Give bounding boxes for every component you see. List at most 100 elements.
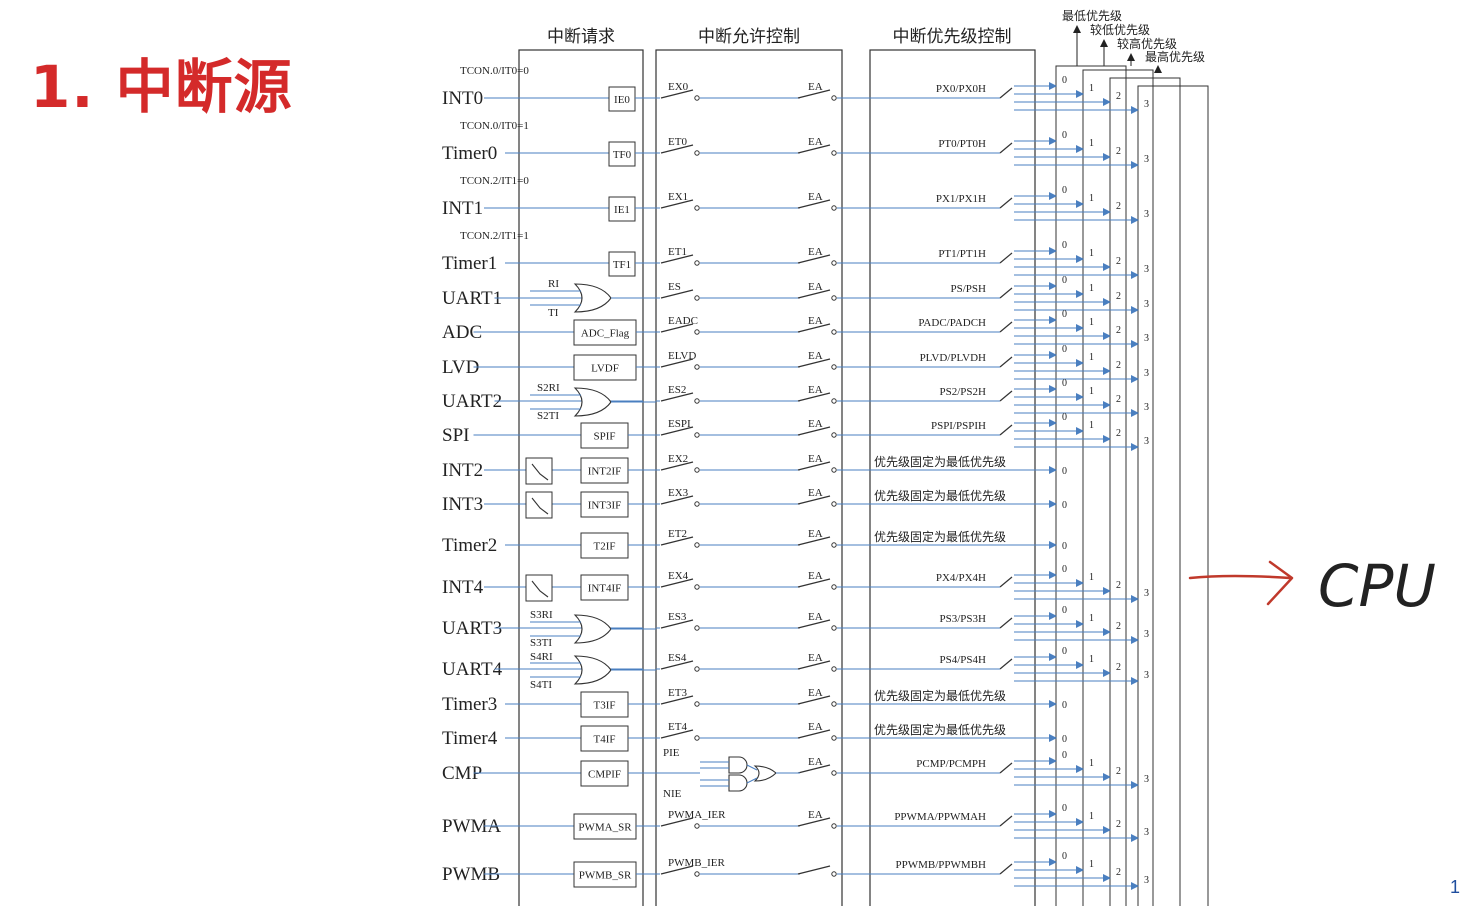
level-index: 2 xyxy=(1116,291,1121,302)
enable-label-espi: ESPI xyxy=(668,418,691,430)
priority-label: PX4/PX4H xyxy=(936,572,986,584)
level-index: 0 xyxy=(1062,275,1067,286)
header-enable: 中断允许控制 xyxy=(698,27,800,46)
level-index: 0 xyxy=(1062,185,1067,196)
header-priority: 中断优先级控制 xyxy=(893,27,1012,46)
priority-level-1: 较低优先级 xyxy=(1090,22,1150,37)
flag-label-tf1: TF1 xyxy=(613,259,631,271)
level-index: 3 xyxy=(1144,827,1149,838)
level-index: 2 xyxy=(1116,766,1121,777)
priority-label: PPWMA/PPWMAH xyxy=(894,811,986,823)
source-label-cmp: CMP xyxy=(442,763,482,784)
level-index: 1 xyxy=(1089,283,1094,294)
or-gate xyxy=(573,283,612,313)
cpu-annotation: CPU xyxy=(1188,552,1436,620)
or-gate xyxy=(573,655,612,685)
ea-label: EA xyxy=(808,756,823,768)
ea-switch-contact xyxy=(831,398,837,404)
flag-box-spif xyxy=(580,422,629,449)
flag-box-int4if xyxy=(580,574,629,601)
priority-label: PS/PSH xyxy=(951,283,987,295)
priority-label: PADC/PADCH xyxy=(918,317,986,329)
source-label-timer2: Timer2 xyxy=(442,535,497,556)
header-request: 中断请求 xyxy=(547,27,615,46)
flag-label-cmpif: CMPIF xyxy=(588,769,621,781)
ea-switch-contact xyxy=(831,432,837,438)
flag-label-t3if: T3IF xyxy=(594,700,616,712)
ea-label: EA xyxy=(808,418,823,430)
enable-label-ex0: EX0 xyxy=(668,81,689,93)
enable-switch-contact xyxy=(694,501,700,507)
level-index: 0 xyxy=(1062,500,1067,511)
level-index: 3 xyxy=(1144,368,1149,379)
flag-box-cmpif xyxy=(580,760,629,787)
request-section-box xyxy=(518,49,644,906)
flag-box-t4if xyxy=(580,725,629,752)
gate-input-s4ri: S4RI xyxy=(530,651,553,663)
level-index: 3 xyxy=(1144,670,1149,681)
enable-switch-contact xyxy=(694,398,700,404)
gate-input-s2ri: S2RI xyxy=(537,382,560,394)
enable-switch-contact xyxy=(694,701,700,707)
ea-label: EA xyxy=(808,246,823,258)
cmp-input-pie: PIE xyxy=(663,747,680,759)
edge-detector-box xyxy=(525,574,553,602)
ea-label: EA xyxy=(808,487,823,499)
level-index: 0 xyxy=(1062,466,1067,477)
tcon-label-0: TCON.0/IT0=0 xyxy=(460,65,529,77)
priority-label: PX0/PX0H xyxy=(936,83,986,95)
and-gate xyxy=(728,774,748,792)
level-index: 2 xyxy=(1116,428,1121,439)
priority-label: PSPI/PSPIH xyxy=(931,420,986,432)
slide-title: 1. 中断源 xyxy=(30,53,293,121)
level-index: 3 xyxy=(1144,588,1149,599)
level-index: 0 xyxy=(1062,309,1067,320)
flag-label-adc_flag: ADC_Flag xyxy=(581,328,630,340)
source-label-spi: SPI xyxy=(442,425,469,446)
level-index: 3 xyxy=(1144,333,1149,344)
level-index: 2 xyxy=(1116,91,1121,102)
or-gate xyxy=(573,614,612,644)
level-index: 0 xyxy=(1062,130,1067,141)
level-index: 2 xyxy=(1116,819,1121,830)
level-index: 3 xyxy=(1144,99,1149,110)
gate-input-s3ri: S3RI xyxy=(530,609,553,621)
ea-label: EA xyxy=(808,384,823,396)
level-index: 1 xyxy=(1089,386,1094,397)
priority-label: PT0/PT0H xyxy=(938,138,986,150)
flag-box-int3if xyxy=(580,491,629,518)
enable-switch-contact xyxy=(694,260,700,266)
enable-switch-contact xyxy=(694,666,700,672)
priority-label: PS2/PS2H xyxy=(940,386,987,398)
source-label-timer4: Timer4 xyxy=(442,728,498,749)
enable-switch-contact xyxy=(694,364,700,370)
enable-switch-contact xyxy=(694,95,700,101)
source-label-timer1: Timer1 xyxy=(442,253,497,274)
priority-level-0: 最低优先级 xyxy=(1062,9,1122,23)
level-index: 0 xyxy=(1062,344,1067,355)
ea-switch-contact xyxy=(831,501,837,507)
enable-label-ex1: EX1 xyxy=(668,191,688,203)
source-label-adc: ADC xyxy=(442,322,482,343)
level-index: 3 xyxy=(1144,629,1149,640)
ea-switch-contact xyxy=(831,823,837,829)
level-index: 2 xyxy=(1116,325,1121,336)
level-index: 3 xyxy=(1144,875,1149,886)
gate-input-s4ti: S4TI xyxy=(530,679,552,691)
level-index: 2 xyxy=(1116,360,1121,371)
flag-box-pwma_sr xyxy=(573,813,637,840)
level-index: 0 xyxy=(1062,750,1067,761)
priority-bus-0 xyxy=(1055,65,1127,906)
enable-label-pwmb_ier: PWMB_IER xyxy=(668,857,726,869)
fixed-priority-label: 优先级固定为最低优先级 xyxy=(874,454,1006,469)
ea-switch-contact xyxy=(831,735,837,741)
ea-switch-contact xyxy=(831,770,837,776)
priority-label: PS4/PS4H xyxy=(940,654,987,666)
enable-label-et3: ET3 xyxy=(668,687,687,699)
